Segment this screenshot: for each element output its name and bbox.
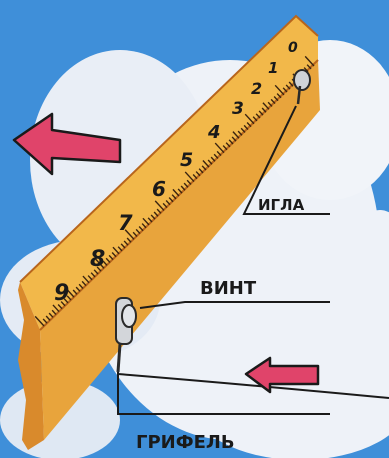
ruler-number-5: 5: [180, 149, 193, 171]
ruler-number-9: 9: [54, 281, 69, 306]
lead-label: ГРИФЕЛЬ: [136, 432, 235, 453]
ruler-number-8: 8: [90, 247, 105, 272]
ruler-number-1: 1: [268, 59, 278, 77]
needle-label: ИГЛА: [258, 196, 305, 214]
ruler-number-4: 4: [207, 122, 221, 143]
ruler-number-0: 0: [288, 40, 298, 56]
ruler-number-3: 3: [232, 99, 244, 119]
ruler-number-7: 7: [118, 211, 133, 235]
ruler-number-2: 2: [251, 79, 262, 98]
screw-label: ВИНТ: [200, 278, 257, 299]
ruler-number-6: 6: [152, 177, 166, 201]
